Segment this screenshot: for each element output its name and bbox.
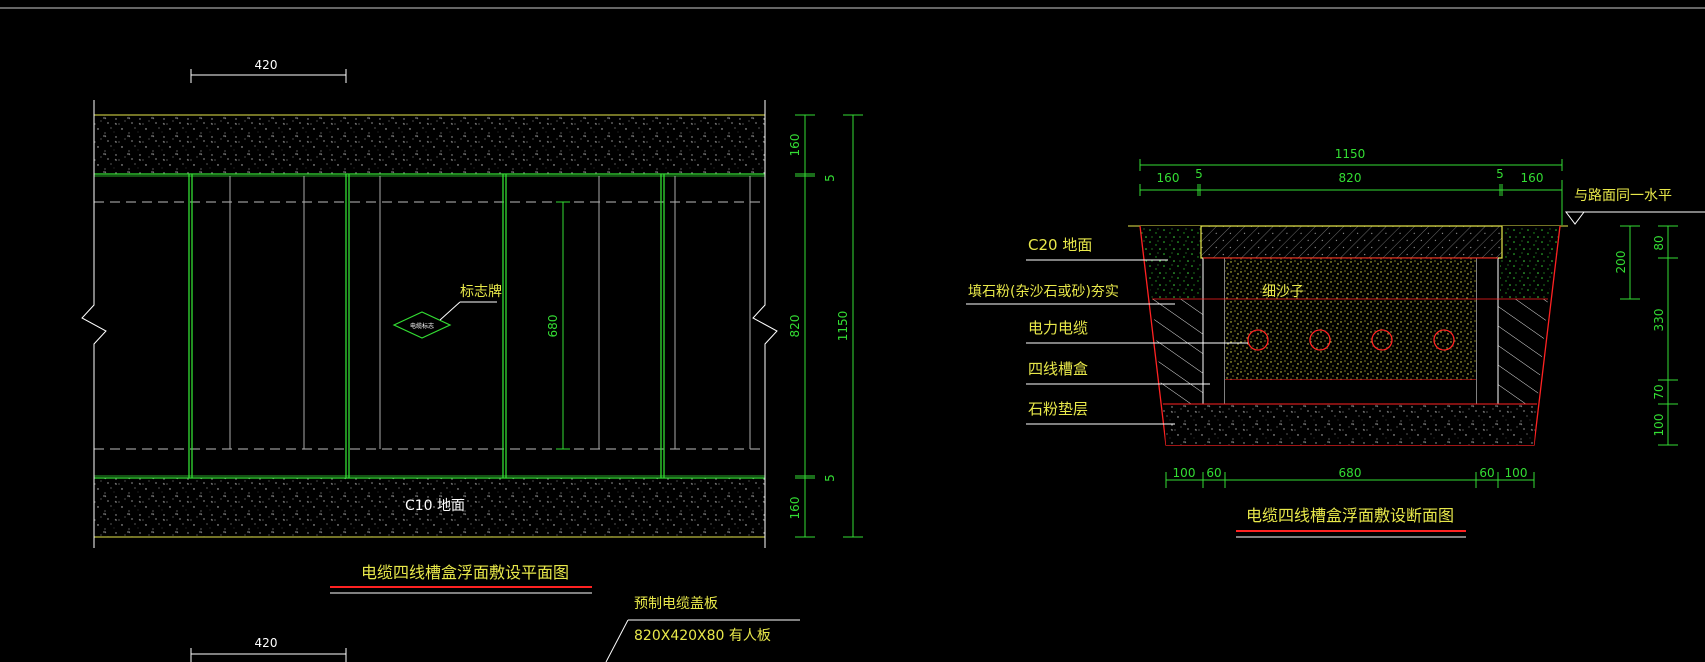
plan-top-dim-text: 420 (255, 58, 278, 72)
cable-3 (1371, 329, 1393, 351)
section-left-wall (1202, 257, 1226, 405)
section-right-wall (1475, 257, 1499, 405)
plan-bottom-dim-text: 420 (255, 636, 278, 650)
cable-1 (1247, 329, 1269, 351)
plan-bottom-concrete-strip (94, 478, 765, 537)
plan-right-dimensions: 160 5 820 5 160 1150 (788, 114, 863, 538)
callout-c20-ground: C20 地面 (1028, 236, 1092, 254)
cable-2 (1309, 329, 1331, 351)
plan-cover-plates (188, 174, 665, 478)
callout-powder-bed: 石粉垫层 (1028, 400, 1088, 418)
plan-title-block: 电缆四线槽盒浮面敷设平面图 (330, 563, 592, 594)
plan-floor-label: C10 地面 (405, 498, 465, 514)
section-dim-160-right: 160 (1521, 171, 1544, 185)
plan-dim-5-bottom: 5 (823, 474, 837, 482)
cover-plate-note: 预制电缆盖板 820X420X80 有人板 (605, 596, 800, 662)
plan-title: 电缆四线槽盒浮面敷设平面图 (361, 563, 569, 582)
cover-note-line2: 820X420X80 有人板 (634, 628, 771, 644)
plan-dim-5-top: 5 (823, 174, 837, 182)
section-dim-80: 80 (1652, 235, 1666, 250)
section-dim-70: 70 (1652, 384, 1666, 399)
plan-top-concrete-strip (94, 115, 765, 174)
section-cables (1247, 329, 1455, 351)
section-dim-820: 820 (1339, 171, 1362, 185)
section-bottom-dimensions: 100 60 680 60 100 (1165, 466, 1535, 488)
plan-sign-marker: 电缆标志 标志牌 (392, 283, 502, 339)
callout-trough: 四线槽盒 (1028, 360, 1088, 378)
section-level-note: 与路面同一水平 (1574, 188, 1672, 204)
section-callouts: C20 地面 填石粉(杂沙石或砂)夯实 电力电缆 四线槽盒 石粉垫层 (966, 236, 1248, 425)
section-dim-100: 100 (1652, 414, 1666, 437)
plan-dim-1150: 1150 (836, 311, 850, 342)
section-dim-5-left: 5 (1195, 167, 1203, 181)
level-triangle-icon (1565, 211, 1585, 225)
section-bottom-dim-100-right: 100 (1505, 466, 1528, 480)
callout-power-cable: 电力电缆 (1028, 319, 1088, 337)
plan-view: 420 (81, 58, 863, 662)
section-dim-5-right: 5 (1496, 167, 1504, 181)
plan-top-dimension: 420 (190, 58, 347, 83)
section-view: 1150 160 5 820 5 160 与路面同一水平 (966, 147, 1705, 538)
section-sand-fill (1225, 258, 1476, 380)
plan-dim-820: 820 (788, 315, 802, 338)
callout-compacted-fill: 填石粉(杂沙石或砂)夯实 (968, 284, 1119, 300)
section-bottom-dim-680: 680 (1339, 466, 1362, 480)
section-dim-200: 200 (1614, 251, 1628, 274)
section-total-dim: 1150 (1335, 147, 1366, 161)
plan-dim-160-bottom: 160 (788, 497, 802, 520)
section-top-dimensions: 1150 160 5 820 5 160 与路面同一水平 (1139, 147, 1705, 225)
section-dim-160-left: 160 (1157, 171, 1180, 185)
section-right-dimensions: 200 80 330 70 100 (1614, 225, 1678, 446)
plan-sign-inner-text: 电缆标志 (410, 322, 434, 330)
cover-note-line1: 预制电缆盖板 (634, 596, 718, 612)
section-cover-plate (1200, 225, 1503, 259)
plan-dim-160-top: 160 (788, 134, 802, 157)
plan-right-break-line (752, 100, 778, 548)
section-sand-label: 细沙子 (1262, 284, 1304, 300)
cable-4 (1433, 329, 1455, 351)
section-title-block: 电缆四线槽盒浮面敷设断面图 (1236, 506, 1466, 538)
section-dim-330: 330 (1652, 309, 1666, 332)
section-bottom-dim-60-left: 60 (1206, 466, 1221, 480)
plan-inner-lines (229, 176, 751, 449)
plan-left-break-line (81, 100, 107, 548)
section-title: 电缆四线槽盒浮面敷设断面图 (1246, 506, 1454, 525)
plan-bottom-dimension: 420 (190, 636, 347, 662)
plan-inner-dim-text: 680 (546, 315, 560, 338)
section-powder-bed (1163, 404, 1537, 445)
plan-sign-label: 标志牌 (460, 283, 502, 300)
plan-inner-dimension: 680 (546, 201, 570, 450)
section-bottom-dim-60-right: 60 (1479, 466, 1494, 480)
section-bottom-dim-100-left: 100 (1173, 466, 1196, 480)
